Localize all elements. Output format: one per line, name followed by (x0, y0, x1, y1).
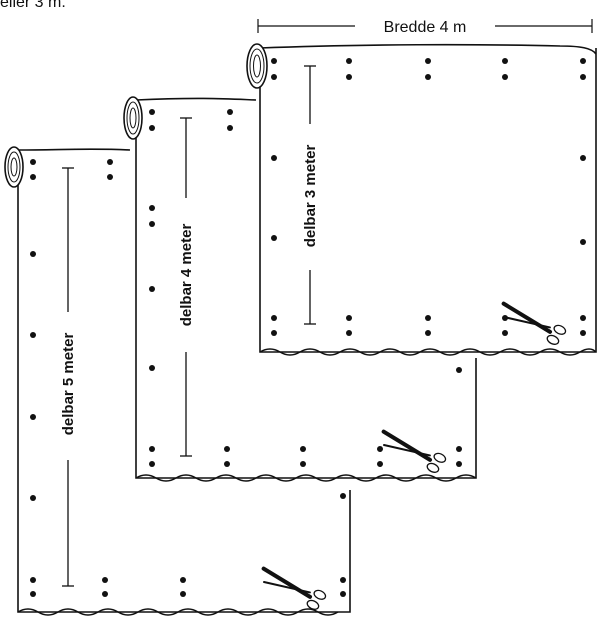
length-bar-5m: delbar 5 meter (60, 167, 77, 587)
length-bar-4m: delbar 4 meter (178, 117, 195, 457)
eyelet-dots (30, 58, 586, 597)
scissors-icon (261, 566, 327, 610)
roll-3m: delbar 3 meter (246, 43, 597, 356)
length-label-4m: delbar 4 meter (178, 224, 195, 327)
roll-end-3m (246, 43, 268, 89)
length-label-5m: delbar 5 meter (60, 333, 77, 436)
length-bar-3m: delbar 3 meter (302, 65, 319, 325)
scissors-icon (501, 301, 567, 345)
width-dimension: Bredde 4 m (257, 19, 593, 36)
width-label: Bredde 4 m (384, 19, 467, 36)
length-label-3m: delbar 3 meter (302, 145, 319, 248)
roll-end-4m (123, 96, 143, 140)
scissors-icon (381, 429, 447, 473)
top-caption: eller 3 m. (0, 0, 66, 11)
roll-end-5m (4, 146, 24, 188)
